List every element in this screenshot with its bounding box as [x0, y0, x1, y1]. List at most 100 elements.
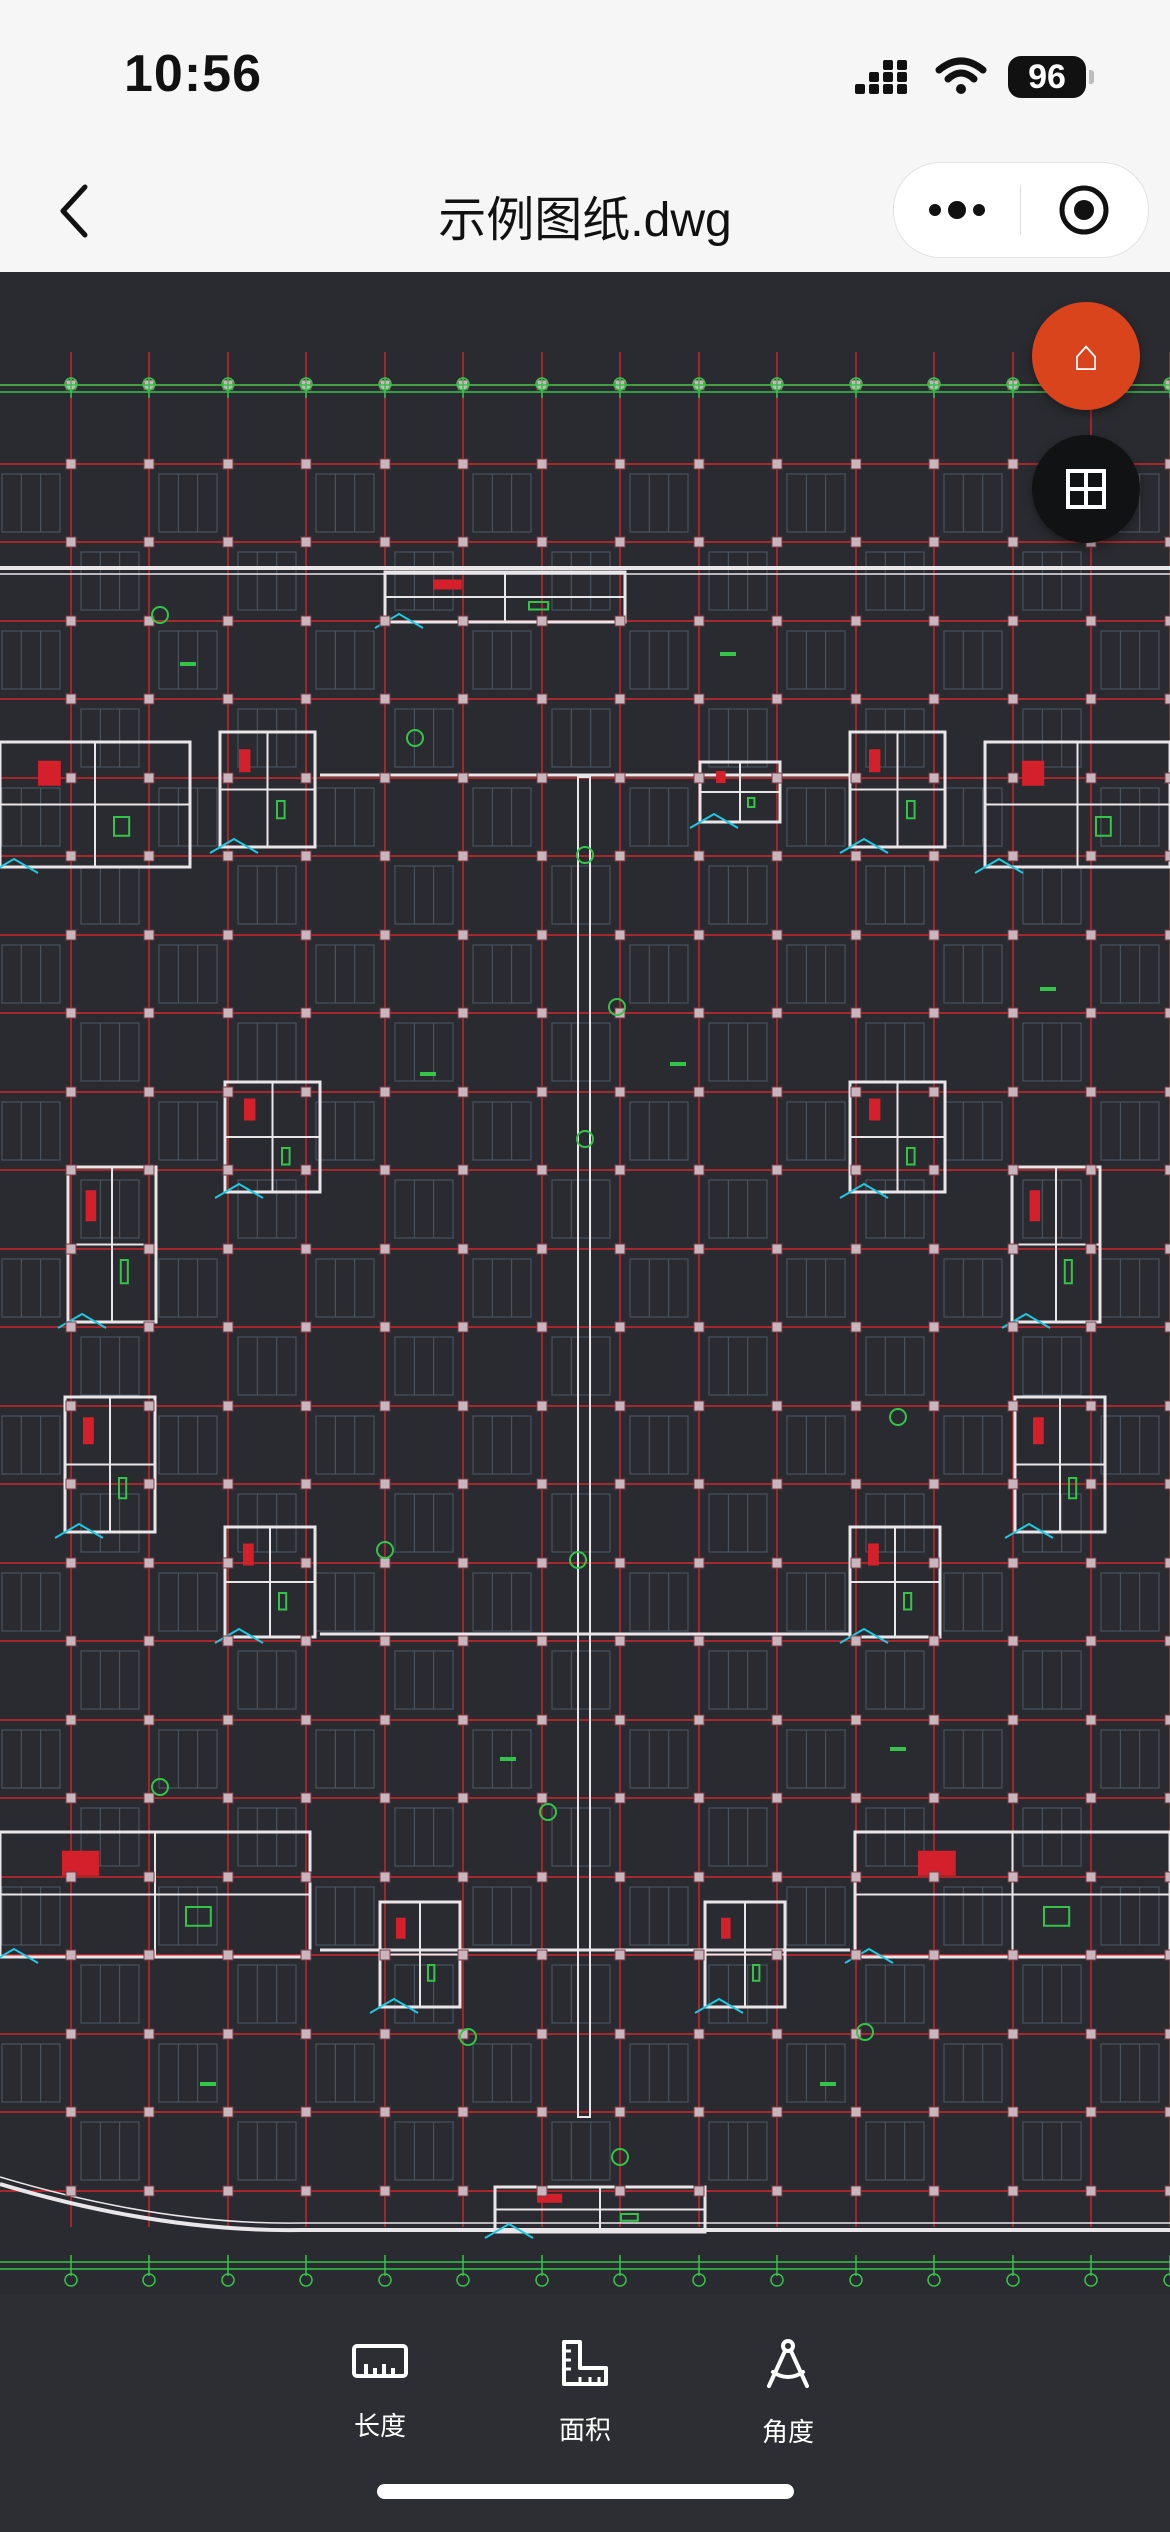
home-fab-button[interactable]: ⌂ [1032, 302, 1140, 410]
parking-stall [80, 1336, 140, 1396]
column [1164, 1086, 1170, 1098]
layers-fab-button[interactable] [1032, 435, 1140, 543]
parking-stall [472, 944, 532, 1004]
column [771, 458, 783, 470]
core-fixture-red [433, 579, 462, 590]
column [928, 1007, 940, 1019]
column [222, 1086, 234, 1098]
column [850, 693, 862, 705]
column [379, 850, 391, 862]
outer-wall-curve [0, 2182, 1170, 2233]
column [928, 1635, 940, 1647]
close-button[interactable] [1021, 163, 1147, 257]
parking-stall [394, 1807, 454, 1867]
column [300, 1478, 312, 1490]
home-indicator[interactable] [377, 2484, 794, 2499]
column [850, 1400, 862, 1412]
parking-stall [1, 1258, 61, 1318]
column [1164, 1557, 1170, 1569]
parking-stall [80, 708, 140, 768]
core-fixture-red [1033, 1417, 1044, 1445]
parking-stall [158, 1729, 218, 1789]
column [1085, 615, 1097, 627]
battery-icon: 96 [1008, 56, 1086, 98]
column [379, 929, 391, 941]
column [300, 615, 312, 627]
column [1085, 1321, 1097, 1333]
door-swing [209, 837, 259, 854]
door-swing [839, 837, 889, 854]
parking-stall [158, 630, 218, 690]
parking-stall [865, 1179, 925, 1239]
column [1164, 1871, 1170, 1883]
parking-stall [943, 944, 1003, 1004]
column [693, 1164, 705, 1176]
column [536, 536, 548, 548]
column [1164, 1714, 1170, 1726]
parking-stall [1100, 944, 1160, 1004]
column [457, 1635, 469, 1647]
length-tool-button[interactable]: 长度 [310, 2338, 450, 2468]
column [379, 1792, 391, 1804]
column [457, 1007, 469, 1019]
angle-tool-button[interactable]: 角度 [718, 2338, 858, 2468]
parking-stall [786, 787, 846, 847]
column [1007, 1949, 1019, 1961]
parking-stall [708, 551, 768, 611]
column [1007, 1321, 1019, 1333]
column [222, 693, 234, 705]
column [771, 772, 783, 784]
column [536, 1635, 548, 1647]
column [1007, 1164, 1019, 1176]
column [1085, 2185, 1097, 2197]
column [928, 1949, 940, 1961]
floor-plan-drawing[interactable] [0, 272, 1170, 2294]
parking-stall [629, 1415, 689, 1475]
column [1164, 1635, 1170, 1647]
parking-stall [158, 787, 218, 847]
mini-program-capsule [893, 162, 1149, 258]
column [457, 1086, 469, 1098]
column [65, 693, 77, 705]
parking-stall [237, 1022, 297, 1082]
parking-stall [708, 708, 768, 768]
column [536, 2028, 548, 2040]
column [65, 1400, 77, 1412]
column [614, 1400, 626, 1412]
more-button[interactable] [894, 163, 1020, 257]
building-walls [0, 566, 1170, 2233]
column [379, 536, 391, 548]
cad-drawing-canvas[interactable] [0, 272, 1170, 2294]
back-button[interactable] [40, 176, 110, 246]
parking-stall [943, 787, 1003, 847]
parking-stall [1, 2043, 61, 2103]
column [614, 1321, 626, 1333]
column [65, 2185, 77, 2197]
column [379, 693, 391, 705]
column [300, 1714, 312, 1726]
parking-stall [629, 787, 689, 847]
column [928, 929, 940, 941]
parking-stall [708, 1493, 768, 1553]
parking-stall [943, 1729, 1003, 1789]
annotation-tag [1040, 987, 1056, 991]
column [1007, 1714, 1019, 1726]
parking-stall [865, 1807, 925, 1867]
parking-stalls [1, 473, 1160, 2181]
parking-stall [158, 473, 218, 533]
column [614, 1871, 626, 1883]
parking-stall [865, 865, 925, 925]
parking-stall [1, 1886, 61, 1946]
column [536, 1321, 548, 1333]
column [614, 2028, 626, 2040]
core-fixture-red [38, 760, 61, 786]
column [143, 1400, 155, 1412]
parking-stall [1022, 1336, 1082, 1396]
core-fixture-green [1043, 1906, 1071, 1927]
column [222, 1635, 234, 1647]
column [1085, 1478, 1097, 1490]
core-fixture-green [113, 816, 131, 837]
column [379, 1164, 391, 1176]
area-tool-button[interactable]: 面积 [515, 2338, 655, 2468]
core-fixture-red [721, 1917, 731, 1939]
